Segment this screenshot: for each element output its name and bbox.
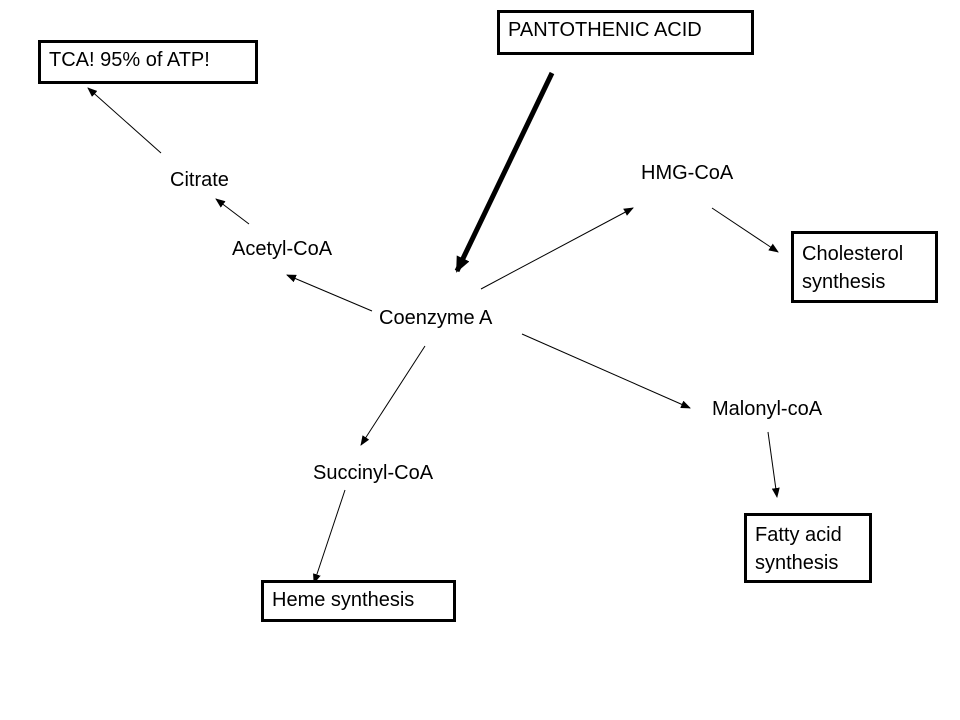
node-tca-label: TCA! 95% of ATP! [49, 49, 210, 71]
node-succinyl-coa-label: Succinyl-CoA [313, 462, 434, 484]
node-succinyl-coa: Succinyl-CoA [313, 461, 433, 485]
node-heme-synthesis: Heme synthesis [261, 580, 456, 622]
node-acetyl-coa: Acetyl-CoA [232, 237, 332, 261]
node-pantothenic-acid: PANTOTHENIC ACID [497, 10, 754, 55]
node-citrate-label: Citrate [170, 169, 229, 191]
node-fatty-acid-line-2: synthesis [755, 552, 839, 574]
node-citrate: Citrate [170, 168, 229, 192]
arrow-coenzyme-to-acetyl [286, 274, 373, 312]
node-acetyl-coa-label: Acetyl-CoA [232, 238, 333, 260]
node-fatty-acid-synthesis: Fatty acid synthesis [744, 513, 872, 583]
arrow-hmg-to-cholesterol [711, 207, 779, 253]
arrow-coenzyme-to-succinyl [360, 345, 426, 446]
node-fatty-acid-line-1: Fatty acid [755, 524, 842, 546]
node-pantothenic-acid-label: PANTOTHENIC ACID [508, 19, 702, 41]
node-heme-synthesis-label: Heme synthesis [272, 589, 415, 611]
arrow-coenzyme-to-malonyl [521, 333, 691, 409]
node-coenzyme-a-label: Coenzyme A [379, 307, 493, 329]
node-hmg-coa-label: HMG-CoA [641, 162, 734, 184]
arrow-coenzyme-to-hmg [480, 207, 634, 290]
arrow-acetyl-to-citrate [215, 198, 250, 225]
node-coenzyme-a: Coenzyme A [379, 306, 492, 330]
node-cholesterol-line-2: synthesis [802, 271, 886, 293]
node-tca: TCA! 95% of ATP! [38, 40, 258, 84]
node-cholesterol-synthesis: Cholesterol synthesis [791, 231, 938, 303]
arrow-pantothenic-to-coenzyme [454, 71, 555, 273]
node-malonyl-coa: Malonyl-coA [712, 397, 822, 421]
node-cholesterol-line-1: Cholesterol [802, 243, 904, 265]
arrow-succinyl-to-heme [313, 489, 346, 584]
node-hmg-coa: HMG-CoA [641, 161, 733, 185]
arrow-citrate-to-tca [87, 87, 162, 154]
node-malonyl-coa-label: Malonyl-coA [712, 398, 823, 420]
arrow-malonyl-to-fatty [767, 431, 780, 498]
